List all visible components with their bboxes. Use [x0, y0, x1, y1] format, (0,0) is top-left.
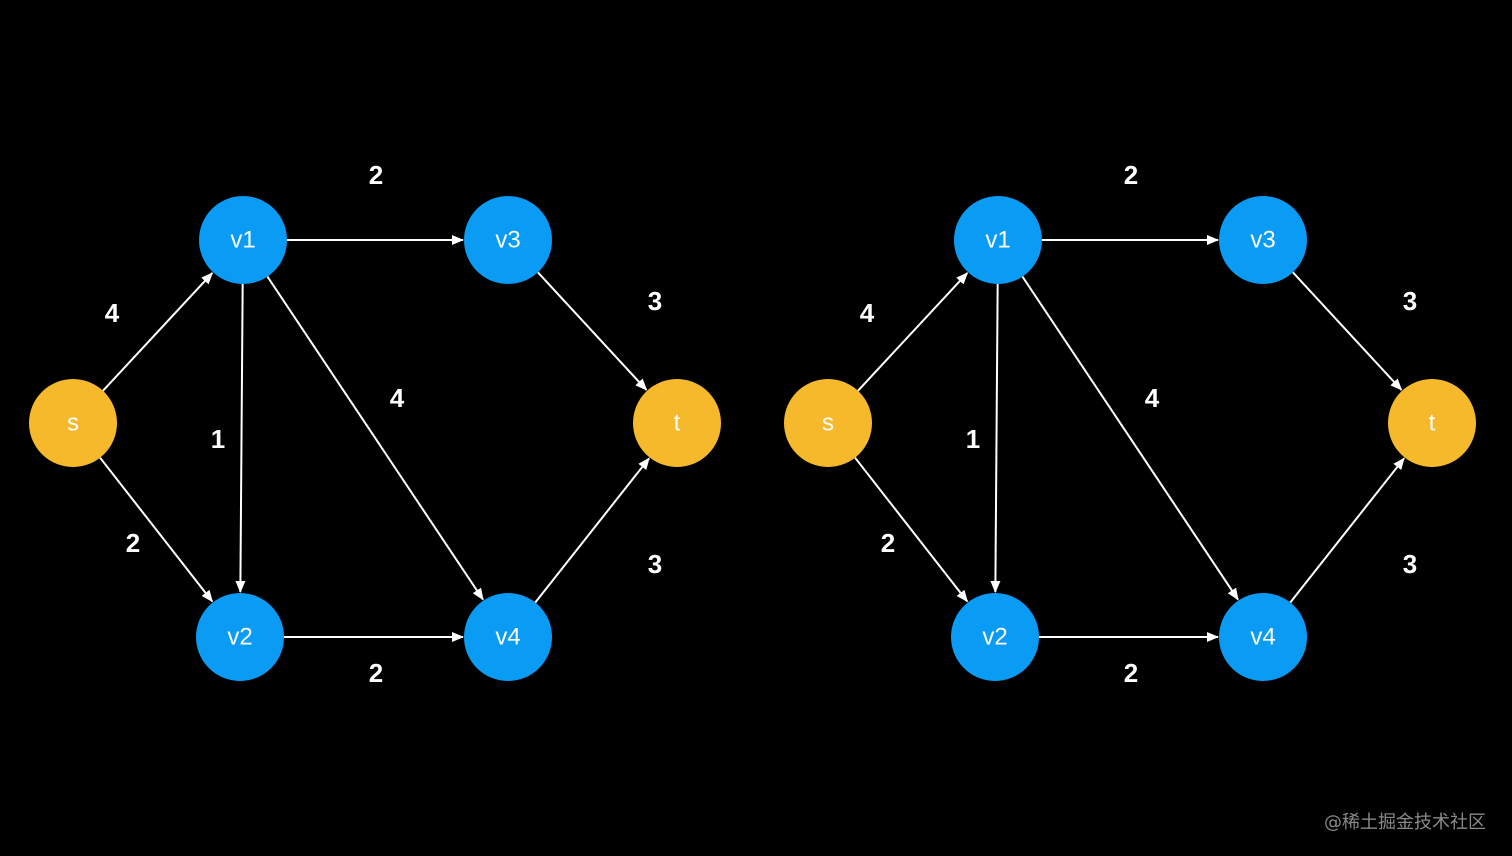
edge-s-v1	[857, 272, 969, 392]
edge-s-v2	[854, 457, 969, 603]
node-circle-v4	[1219, 593, 1307, 681]
node-label-v4: v4	[1250, 624, 1275, 651]
edge-weight-v2-v4: 2	[369, 658, 383, 688]
node-label-s: s	[822, 410, 834, 437]
node-label-v2: v2	[982, 624, 1007, 651]
edge-weight-v2-v4: 2	[1124, 658, 1138, 688]
edge-weight-v4-t: 3	[1403, 549, 1417, 579]
node-circle-v2	[951, 593, 1039, 681]
graph-right: 4 2 2 1 4 2 3 3 s v1 v2 v3 v4 t	[784, 160, 1476, 688]
edge-s-v1	[102, 272, 214, 392]
node-s: s	[29, 379, 117, 467]
edge-weight-v1-v4: 4	[390, 383, 405, 413]
node-label-v2: v2	[227, 624, 252, 651]
node-v4: v4	[464, 593, 552, 681]
edge-weight-s-v1: 4	[860, 298, 875, 328]
edge-weight-v1-v2: 1	[211, 424, 225, 454]
edge-weight-v1-v3: 2	[1124, 160, 1138, 190]
node-circle-s	[29, 379, 117, 467]
node-label-v1: v1	[230, 227, 255, 254]
edge-weight-v1-v3: 2	[369, 160, 383, 190]
node-circle-v3	[464, 196, 552, 284]
node-label-v3: v3	[495, 227, 520, 254]
edge-weight-v1-v4: 4	[1145, 383, 1160, 413]
node-v1: v1	[199, 196, 287, 284]
node-circle-v4	[464, 593, 552, 681]
node-label-t: t	[1429, 410, 1436, 437]
edge-v3-t	[1292, 271, 1403, 391]
node-t: t	[1388, 379, 1476, 467]
node-circle-t	[633, 379, 721, 467]
edge-v1-v2	[235, 283, 246, 594]
edge-weight-v1-v2: 1	[966, 424, 980, 454]
node-circle-v3	[1219, 196, 1307, 284]
node-circle-v1	[954, 196, 1042, 284]
edge-weight-v4-t: 3	[648, 549, 662, 579]
node-circle-s	[784, 379, 872, 467]
edge-v4-t	[1289, 457, 1405, 604]
node-s: s	[784, 379, 872, 467]
edge-v4-t	[534, 457, 650, 604]
edge-weight-s-v2: 2	[881, 528, 895, 558]
edge-weight-s-v2: 2	[126, 528, 140, 558]
node-label-s: s	[67, 410, 79, 437]
edge-weight-v3-t: 3	[1403, 286, 1417, 316]
edge-s-v2	[99, 457, 214, 603]
node-circle-v1	[199, 196, 287, 284]
node-label-t: t	[674, 410, 681, 437]
node-v3: v3	[464, 196, 552, 284]
edge-v1-v2	[990, 283, 1001, 594]
node-label-v3: v3	[1250, 227, 1275, 254]
watermark-text: @稀土掘金技术社区	[1324, 812, 1486, 833]
node-circle-v2	[196, 593, 284, 681]
edge-v1-v4	[1021, 276, 1239, 601]
node-v3: v3	[1219, 196, 1307, 284]
node-label-v4: v4	[495, 624, 520, 651]
node-label-v1: v1	[985, 227, 1010, 254]
node-v4: v4	[1219, 593, 1307, 681]
graph-left: 4 2 2 1 4 2 3 3 s v1 v2 v3 v4 t	[29, 160, 721, 688]
node-v2: v2	[951, 593, 1039, 681]
node-circle-t	[1388, 379, 1476, 467]
node-v1: v1	[954, 196, 1042, 284]
node-v2: v2	[196, 593, 284, 681]
edge-v1-v4	[266, 276, 484, 601]
edge-weight-v3-t: 3	[648, 286, 662, 316]
edge-weight-s-v1: 4	[105, 298, 120, 328]
node-t: t	[633, 379, 721, 467]
edge-v3-t	[537, 271, 648, 391]
